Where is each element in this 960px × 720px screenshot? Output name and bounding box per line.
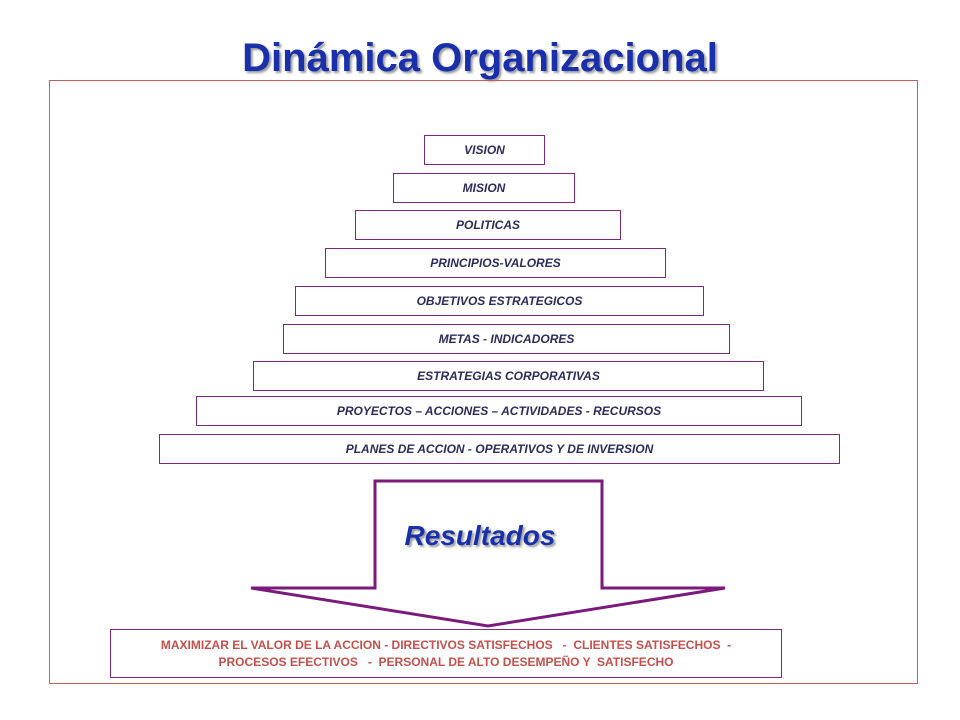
page-title: Dinámica Organizacional: [242, 36, 718, 80]
outcome-line-2: PROCESOS EFECTIVOS - PERSONAL DE ALTO DE…: [218, 654, 674, 669]
level-metas-indicadores: METAS - INDICADORES: [283, 324, 730, 354]
level-objetivos-estrategicos: OBJETIVOS ESTRATEGICOS: [295, 286, 704, 316]
level-politicas: POLITICAS: [355, 210, 621, 240]
level-principios-valores: PRINCIPIOS-VALORES: [325, 248, 666, 278]
level-mision: MISION: [393, 173, 575, 203]
outcome-box: MAXIMIZAR EL VALOR DE LA ACCION - DIRECT…: [110, 629, 782, 678]
level-estrategias-corporativas: ESTRATEGIAS CORPORATIVAS: [253, 361, 764, 391]
diagram-frame: [49, 80, 918, 684]
level-proyectos: PROYECTOS – ACCIONES – ACTIVIDADES - REC…: [196, 396, 802, 426]
results-label: Resultados: [404, 520, 556, 551]
level-vision: VISION: [424, 135, 545, 165]
level-planes-de-accion: PLANES DE ACCION - OPERATIVOS Y DE INVER…: [159, 434, 840, 464]
outcome-line-1: MAXIMIZAR EL VALOR DE LA ACCION - DIRECT…: [160, 637, 732, 652]
